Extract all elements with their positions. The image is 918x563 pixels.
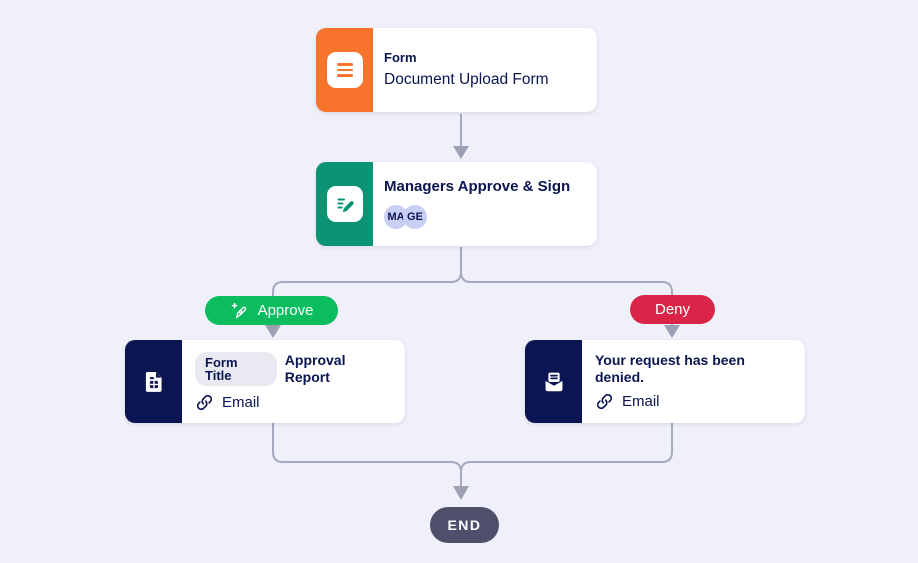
- report-node-icon-block: [125, 340, 182, 423]
- form-title-chip: Form Title: [195, 351, 277, 386]
- approve-pen-icon: [231, 302, 246, 318]
- approve-branch-badge[interactable]: Approve: [205, 296, 338, 325]
- email-node-card[interactable]: Your request has been denied. Email: [525, 340, 805, 423]
- form-node-kicker: Form: [384, 50, 417, 66]
- email-node-channel: Email: [622, 393, 660, 411]
- email-icon: [536, 364, 572, 400]
- form-node-title: Document Upload Form: [384, 71, 549, 89]
- approve-branch-label: Approve: [257, 302, 314, 319]
- form-node-icon-block: [316, 28, 373, 112]
- deny-branch-badge[interactable]: Deny: [630, 295, 715, 324]
- form-icon: [326, 52, 363, 88]
- end-node-label: END: [447, 517, 482, 533]
- approver-avatars: MA GE: [384, 204, 585, 229]
- approval-node-icon-block: [316, 162, 373, 246]
- link-icon: [596, 394, 613, 410]
- link-icon: [196, 394, 213, 410]
- sign-icon: [326, 186, 363, 222]
- form-node-card[interactable]: Form Document Upload Form: [316, 28, 597, 112]
- report-icon: [136, 364, 172, 400]
- avatar: GE: [403, 204, 427, 229]
- email-node-icon-block: [525, 340, 582, 423]
- report-node-title: Approval Report: [284, 351, 346, 385]
- email-node-title: Your request has been denied.: [595, 351, 745, 385]
- approval-node-title: Managers Approve & Sign: [384, 178, 571, 196]
- approval-node-card[interactable]: Managers Approve & Sign MA GE: [316, 162, 597, 246]
- end-node[interactable]: END: [430, 507, 499, 543]
- report-node-card[interactable]: Form Title Approval Report Email: [125, 340, 405, 423]
- deny-branch-label: Deny: [654, 301, 691, 318]
- report-node-channel: Email: [222, 393, 260, 411]
